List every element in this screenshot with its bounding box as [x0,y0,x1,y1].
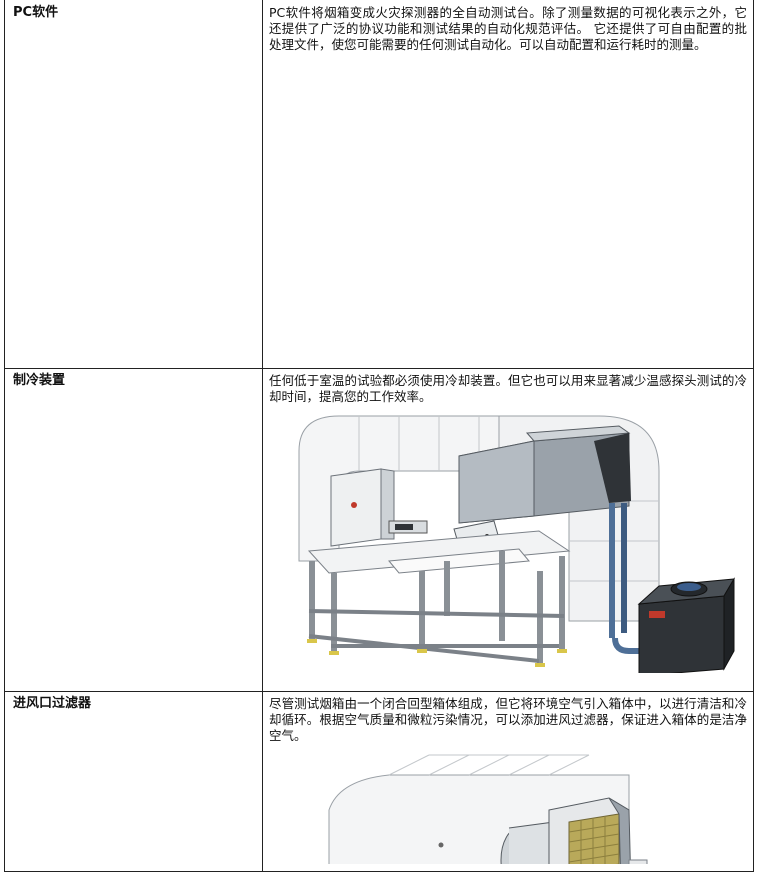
row-label-inlet-filter: 进风口过滤器 [13,696,92,711]
row-text-inlet-filter: 尽管测试烟箱由一个闭合回型箱体组成，但它将环境空气引入箱体中，以进行清洁和冷却循… [269,696,747,743]
row-label-pc-software: PC软件 [13,5,59,20]
row-text-cooling-unit: 任何低于室温的试验都必须使用冷却装置。但它也可以用来显著减少温感探头测试的冷却时… [269,373,747,404]
cooling-unit-illustration [298,415,735,673]
content-cell: PC软件将烟箱变成火灾探测器的全自动测试台。除了测量数据的可视化表示之外，它还提… [262,0,754,369]
table-row: PC软件 PC软件将烟箱变成火灾探测器的全自动测试台。除了测量数据的可视化表示之… [4,0,754,369]
label-cell: PC软件 [4,0,263,369]
table-row: 制冷装置 任何低于室温的试验都必须使用冷却装置。但它也可以用来显著减少温感探头测… [4,368,754,692]
table-row: 进风口过滤器 尽管测试烟箱由一个闭合回型箱体组成，但它将环境空气引入箱体中，以进… [4,691,754,872]
spec-table: PC软件 PC软件将烟箱变成火灾探测器的全自动测试台。除了测量数据的可视化表示之… [4,0,754,872]
inlet-filter-figure [269,744,747,864]
row-text-pc-software: PC软件将烟箱变成火灾探测器的全自动测试台。除了测量数据的可视化表示之外，它还提… [269,5,747,52]
label-cell: 制冷装置 [4,368,263,692]
label-cell: 进风口过滤器 [4,691,263,872]
cooling-unit-figure [269,405,747,673]
row-label-cooling-unit: 制冷装置 [13,373,66,388]
content-cell: 尽管测试烟箱由一个闭合回型箱体组成，但它将环境空气引入箱体中，以进行清洁和冷却循… [262,691,754,872]
content-cell: 任何低于室温的试验都必须使用冷却装置。但它也可以用来显著减少温感探头测试的冷却时… [262,368,754,692]
inlet-filter-illustration [328,754,648,864]
